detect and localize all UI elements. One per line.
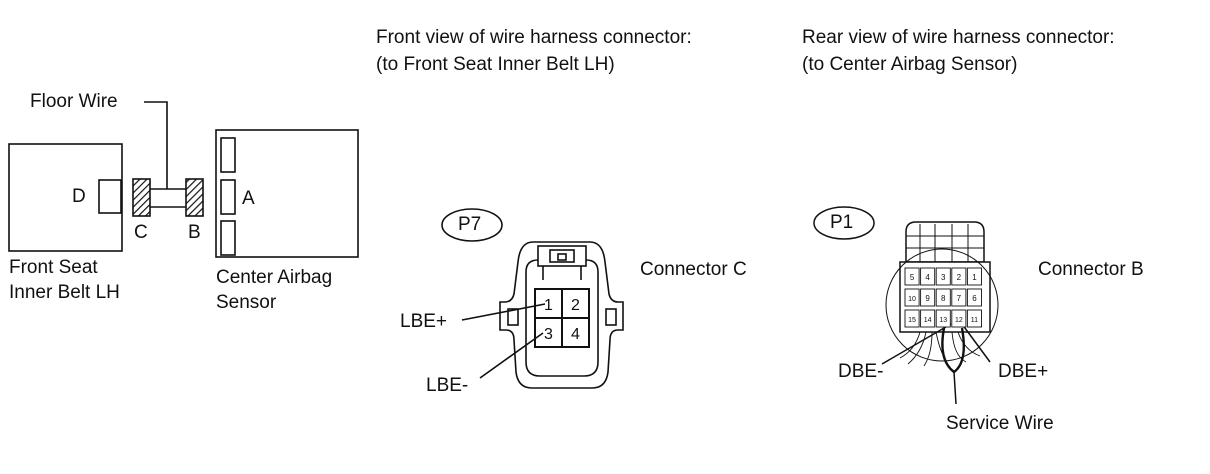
connector-b-outline-circle [885, 248, 999, 362]
pin-4: 4 [571, 326, 580, 343]
service-wire-loop [941, 327, 965, 374]
connector-a-label: A [242, 188, 255, 209]
badge-p7: P7 [458, 214, 482, 235]
center-airbag-label-1: Center Airbag [216, 267, 333, 288]
front-seat-belt-box [8, 143, 123, 252]
pin-label-5: 5 [910, 273, 915, 282]
pin-cell-8 [935, 288, 951, 307]
pin-label-13: 13 [939, 317, 947, 324]
pin-label-2: 2 [957, 273, 962, 282]
connector-b-top [905, 221, 985, 263]
floor-wire-label: Floor Wire [30, 91, 118, 112]
badge-p7-outline [441, 208, 503, 242]
pin-label-8: 8 [941, 294, 946, 303]
dbe-minus-label: DBE- [838, 361, 884, 382]
connector-d-label: D [72, 186, 86, 207]
connector-a [220, 179, 236, 215]
pin-3: 3 [544, 326, 553, 343]
system-layout [8, 101, 359, 258]
front-seat-label-1: Front Seat [9, 257, 98, 278]
connector-c-inner [525, 259, 599, 377]
sensor-slot-bottom [220, 220, 236, 256]
pin-label-12: 12 [955, 317, 963, 324]
connector-b-pin-grid: 5 4 3 2 1 10 9 8 7 6 15 14 13 12 11 [904, 267, 982, 328]
pin-cell-10 [904, 288, 920, 307]
badge-p1: P1 [830, 212, 854, 233]
connector-c-label: C [134, 222, 148, 243]
rear-view-title: Rear view of wire harness connector: [802, 27, 1115, 48]
pin-cell-9 [920, 288, 936, 307]
pin-label-6: 6 [972, 294, 977, 303]
pin-cell-6 [966, 288, 982, 307]
pin-cell-12 [951, 309, 967, 328]
service-wire-label: Service Wire [946, 413, 1054, 434]
pin-cell-1 [966, 267, 982, 286]
lbe-minus-leader [479, 332, 544, 379]
pin-cell-11 [966, 309, 982, 328]
pin-cell-13 [935, 309, 951, 328]
pin-label-10: 10 [908, 296, 916, 303]
connector-b [185, 178, 204, 217]
connector-b-label: B [188, 222, 201, 243]
pin-label-14: 14 [924, 317, 932, 324]
pin-label-3: 3 [941, 273, 946, 282]
rear-view-subtitle: (to Center Airbag Sensor) [802, 54, 1018, 75]
front-view-title: Front view of wire harness connector: [376, 27, 692, 48]
pin-label-15: 15 [908, 317, 916, 324]
pin-cell-2 [951, 267, 967, 286]
sensor-slot-top [220, 137, 236, 173]
dbe-plus-label: DBE+ [998, 361, 1049, 382]
pin-label-1: 1 [972, 273, 977, 282]
front-seat-label-2: Inner Belt LH [9, 282, 120, 303]
pin-label-7: 7 [957, 294, 962, 303]
pin-cell-5 [904, 267, 920, 286]
floor-wire-leader [144, 101, 168, 189]
center-airbag-label-2: Sensor [216, 292, 277, 313]
connector-c-title: Connector C [640, 259, 747, 280]
dbe-plus-leader [961, 323, 991, 363]
pin-cell-7 [951, 288, 967, 307]
pin-cell-3 [935, 267, 951, 286]
pin-label-11: 11 [971, 317, 978, 324]
pin-label-4: 4 [925, 273, 930, 282]
badge-p1-outline [813, 206, 875, 240]
connector-d [98, 179, 122, 214]
dbe-minus-leader [881, 323, 952, 365]
connector-c [132, 178, 151, 217]
pin-cell-14 [920, 309, 936, 328]
pin-1: 1 [544, 297, 553, 314]
lbe-plus-label: LBE+ [400, 311, 448, 332]
front-view-subtitle: (to Front Seat Inner Belt LH) [376, 54, 615, 75]
connector-b-title: Connector B [1038, 259, 1144, 280]
center-airbag-box [215, 129, 359, 258]
pin-cell-4 [920, 267, 936, 286]
lbe-plus-leader [461, 303, 546, 321]
service-wire-leader [953, 371, 957, 405]
pin-cell-15 [904, 309, 920, 328]
connector-c-housing [499, 241, 624, 389]
lbe-minus-label: LBE- [426, 375, 469, 396]
connector-c-front-view [441, 208, 624, 389]
pin-label-9: 9 [925, 294, 930, 303]
connector-c-pin-labels: 1 2 3 4 [544, 297, 580, 343]
pin-2: 2 [571, 297, 580, 314]
